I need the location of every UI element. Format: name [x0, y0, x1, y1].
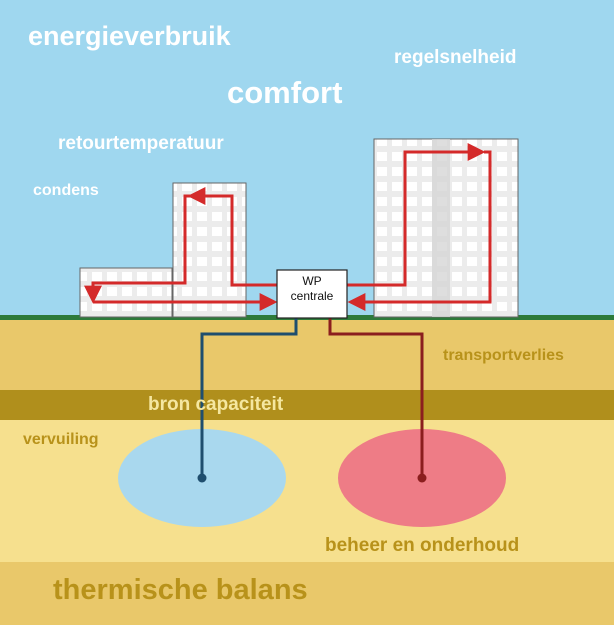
wp-centrale-box — [276, 269, 348, 319]
label-transportverlies: transportverlies — [443, 347, 564, 364]
label-condens: condens — [33, 182, 99, 199]
ground-lower-layer — [0, 420, 614, 562]
ground-bottom-layer — [0, 562, 614, 625]
ground-upper-layer — [0, 318, 614, 390]
flow-supply-right — [347, 143, 486, 287]
label-retourtemperatuur: retourtemperatuur — [58, 133, 224, 154]
cold-pipe-end — [197, 473, 207, 483]
warm-pipe-end — [417, 473, 427, 483]
label-comfort: comfort — [227, 75, 343, 110]
wp-centrale-line1: WP — [302, 274, 322, 288]
label-regelsnelheid: regelsnelheid — [394, 47, 517, 68]
cold-pipe — [200, 318, 298, 478]
warm-pipe — [328, 318, 424, 478]
label-thermische-balans: thermische balans — [53, 574, 308, 606]
flow-return-right — [347, 150, 492, 311]
label-vervuiling: vervuiling — [23, 431, 99, 448]
wp-centrale-line2: centrale — [290, 289, 334, 303]
label-bron-capaciteit: bron capaciteit — [148, 394, 284, 415]
flow-supply-left — [187, 187, 277, 287]
flow-supply-low — [84, 194, 191, 304]
ground-source-band — [0, 390, 614, 420]
building-tall — [373, 138, 519, 318]
wp-centrale-label: WP centrale — [277, 274, 347, 304]
label-energieverbruik: energieverbruik — [28, 21, 231, 51]
label-beheer-en-onderhoud: beheer en onderhoud — [325, 535, 520, 556]
